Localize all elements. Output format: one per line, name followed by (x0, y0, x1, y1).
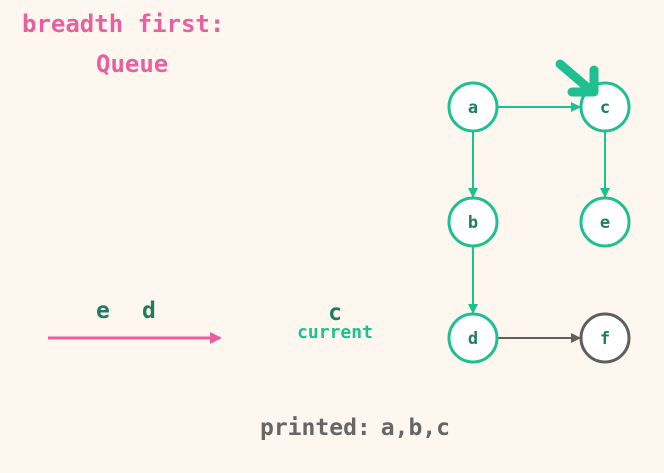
graph-node-e: e (579, 196, 631, 248)
current-pointer-icon (555, 59, 599, 97)
node-circle (447, 81, 499, 133)
queue-item: d (142, 298, 156, 324)
node-label: d (468, 329, 478, 349)
graph-node-f: f (579, 312, 631, 364)
current-caption: current (297, 322, 373, 343)
graph-node-a: a (447, 81, 499, 133)
printed-label: printed: (259, 415, 371, 441)
node-label: e (600, 213, 610, 233)
graph-node-d: d (447, 312, 499, 364)
node-circle (579, 196, 631, 248)
node-label: a (468, 98, 478, 118)
node-label: c (600, 98, 610, 118)
node-label: b (468, 213, 478, 233)
diagram-subtitle: Queue (96, 50, 169, 78)
printed-value: a,b,c (380, 415, 451, 441)
graph-node-b: b (447, 196, 499, 248)
node-circle (447, 196, 499, 248)
node-circle (447, 312, 499, 364)
node-label: f (600, 329, 610, 349)
node-circle (579, 312, 631, 364)
current-node-label: c (328, 300, 342, 326)
diagram-title: breadth first: (22, 10, 225, 38)
printed-output: printed: a,b,c (0, 415, 664, 441)
queue-item: e (96, 298, 110, 324)
